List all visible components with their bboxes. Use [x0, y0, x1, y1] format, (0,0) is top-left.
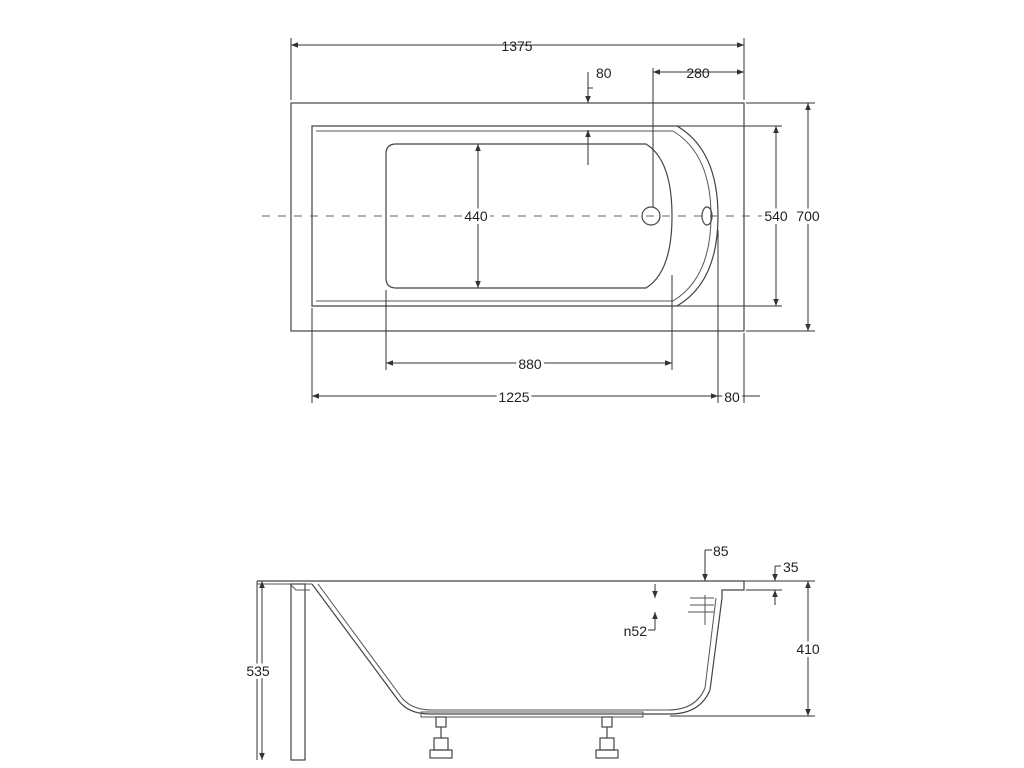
side-view: 85 35 n52 535 410 [243, 543, 823, 761]
rim-end-profile [721, 581, 745, 598]
dim-label-inner-width: 540 [764, 208, 788, 224]
dim-label-drain-from-end: 280 [686, 65, 710, 81]
dim-label-bottom-length: 880 [518, 356, 542, 372]
dim-label-overflow-offset: 80 [596, 65, 612, 81]
dim-label-tub-depth: 410 [796, 641, 820, 657]
dim-label-total-width: 700 [796, 208, 820, 224]
dim-label-total-length: 1375 [501, 38, 532, 54]
dim-label-end-rim: 80 [724, 389, 740, 405]
front-apron-panel [290, 583, 306, 761]
outer-rim-outline [290, 102, 745, 332]
dim-label-overflow-depth: 85 [713, 543, 729, 559]
dim-label-inner-length: 1225 [498, 389, 529, 405]
tub-bottom-outline [385, 143, 673, 289]
drain-circle [641, 206, 661, 226]
dim-label-rim-thickness: 35 [783, 559, 799, 575]
dim-label-total-height: 535 [246, 663, 270, 679]
overflow-ellipse [701, 206, 713, 226]
tub-body-outline [311, 583, 723, 715]
leg-left [429, 716, 453, 759]
top-view: 1375 80 280 440 540 700 880 1225 [262, 38, 823, 408]
base-plate [420, 711, 644, 718]
apron-bracket [289, 583, 310, 591]
dim-label-overflow-diameter: n52 [624, 623, 648, 639]
dim-label-bottom-width: 440 [464, 208, 488, 224]
inner-basin-outline [311, 125, 719, 307]
tub-body-inner [317, 583, 717, 711]
leg-right [595, 716, 619, 759]
